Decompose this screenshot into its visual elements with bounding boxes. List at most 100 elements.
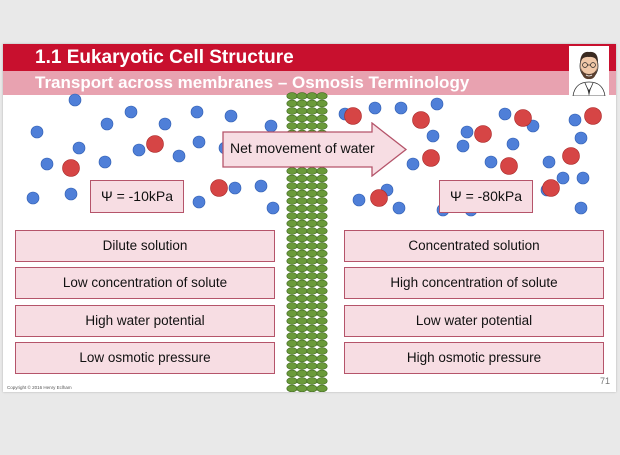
membrane-bead [296,347,308,355]
water-molecule [224,109,238,123]
arrow-label: Net movement of water [230,140,375,156]
membrane-bead [306,197,318,205]
membrane-bead [296,114,308,123]
membrane-bead [296,197,308,205]
membrane-bead [306,354,318,363]
membrane-bead [296,309,308,318]
solute-molecule [562,147,580,165]
membrane-bead [296,302,308,310]
membrane-bead [316,264,328,273]
water-molecule [98,155,112,169]
water-molecule [498,107,512,121]
membrane-bead [316,324,328,333]
membrane-bead [316,272,328,280]
left-row-4: Low osmotic pressure [15,342,275,374]
membrane-bead [306,362,318,370]
membrane-bead [306,264,318,273]
slide-subtitle: Transport across membranes – Osmosis Ter… [35,73,470,92]
membrane-bead [286,242,298,250]
membrane-bead [316,182,328,190]
membrane-bead [316,174,328,183]
water-molecule [266,201,280,215]
copyright: Copyright © 2016 Henry Eclham [7,385,72,390]
water-molecule [484,155,498,169]
membrane-bead [306,249,318,258]
water-molecule [68,93,82,107]
membrane-bead [306,257,318,265]
left-row-3: High water potential [15,305,275,337]
membrane-bead [296,242,308,250]
page-number: 71 [600,376,611,386]
membrane-bead [296,264,308,273]
membrane-bead [316,279,328,288]
solute-molecule [584,107,602,125]
membrane-bead [296,332,308,340]
subtitle-bar [3,71,616,95]
water-molecule [100,117,114,131]
membrane-bead [296,204,308,213]
membrane-bead [296,377,308,385]
membrane-bead [296,189,308,198]
membrane-bead [286,362,298,370]
water-molecule [192,135,206,149]
membrane-bead [306,219,318,228]
right-row-1: Concentrated solution [344,230,604,262]
title-bar [3,44,616,71]
membrane-bead [296,219,308,228]
membrane-bead [286,384,298,392]
membrane-bead [316,332,328,340]
right-water-potential: Ψ = -80kPa [439,180,533,213]
membrane-bead [306,309,318,318]
membrane-bead [296,257,308,265]
membrane-bead [306,234,318,243]
water-molecule [228,181,242,195]
membrane-bead [286,302,298,310]
water-molecule [30,125,44,139]
slide: 1.1 Eukaryotic Cell Structure Transport … [3,44,616,392]
water-molecule [124,105,138,119]
water-molecule [456,139,470,153]
left-row-1: Dilute solution [15,230,275,262]
water-molecule [568,113,582,127]
membrane-bead [316,347,328,355]
membrane-bead [286,212,298,220]
membrane-bead [306,242,318,250]
membrane-bead [316,317,328,325]
membrane-bead [306,182,318,190]
membrane-bead [316,189,328,198]
membrane-bead [316,204,328,213]
membrane-bead [286,354,298,363]
membrane-bead [296,369,308,378]
water-molecule [40,157,54,171]
membrane-bead [296,339,308,348]
membrane-bead [306,294,318,303]
membrane-bead [316,302,328,310]
membrane-bead [306,377,318,385]
membrane-bead [296,317,308,325]
right-row-3: Low water potential [344,305,604,337]
membrane-bead [306,189,318,198]
membrane-bead [286,107,298,115]
membrane-bead [316,369,328,378]
membrane-bead [306,302,318,310]
membrane-bead [286,287,298,295]
membrane-bead [286,219,298,228]
water-molecule [574,201,588,215]
water-molecule [542,155,556,169]
left-row-2: Low concentration of solute [15,267,275,299]
membrane-bead [306,107,318,115]
membrane-bead [316,294,328,303]
membrane-bead [306,227,318,235]
membrane-bead [316,257,328,265]
solute-molecule [422,149,440,167]
membrane-bead [316,287,328,295]
membrane-bead [286,272,298,280]
membrane-bead [306,369,318,378]
water-molecule [352,193,366,207]
membrane-bead [306,272,318,280]
membrane-bead [316,377,328,385]
membrane-bead [286,369,298,378]
membrane-bead [296,354,308,363]
solute-molecule [344,107,362,125]
membrane-bead [316,249,328,258]
